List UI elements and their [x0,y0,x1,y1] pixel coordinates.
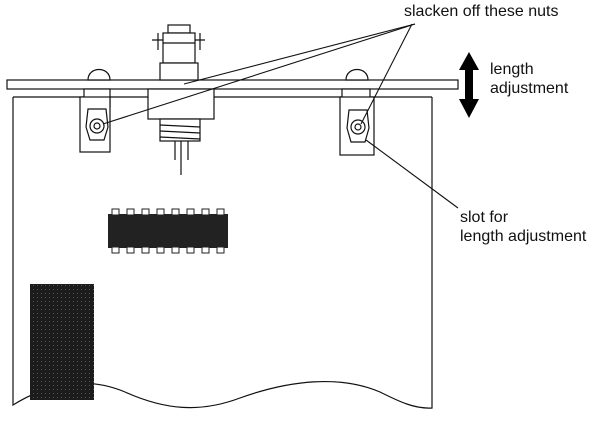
left-bracket [79,88,111,153]
dip-chip [108,208,228,254]
right-bracket [339,88,375,156]
label-slacken-nuts: slacken off these nuts [404,3,559,20]
label-slot-line1: slot for [460,209,509,226]
right-dome [345,68,369,81]
bnc-body [147,88,215,175]
leader-lines [102,23,459,209]
left-dome [87,68,111,81]
label-length-line2: adjustment [490,80,569,97]
vertical-double-arrow-icon [459,52,479,118]
label-slot-line2: length adjustment [460,228,587,245]
bnc-connector [152,24,205,81]
front-panel-plate [6,79,459,90]
label-slot: slot for length adjustment [460,208,586,246]
label-length-line1: length [490,61,534,78]
label-length-adjustment: length adjustment [490,60,568,98]
component-block [30,284,94,400]
